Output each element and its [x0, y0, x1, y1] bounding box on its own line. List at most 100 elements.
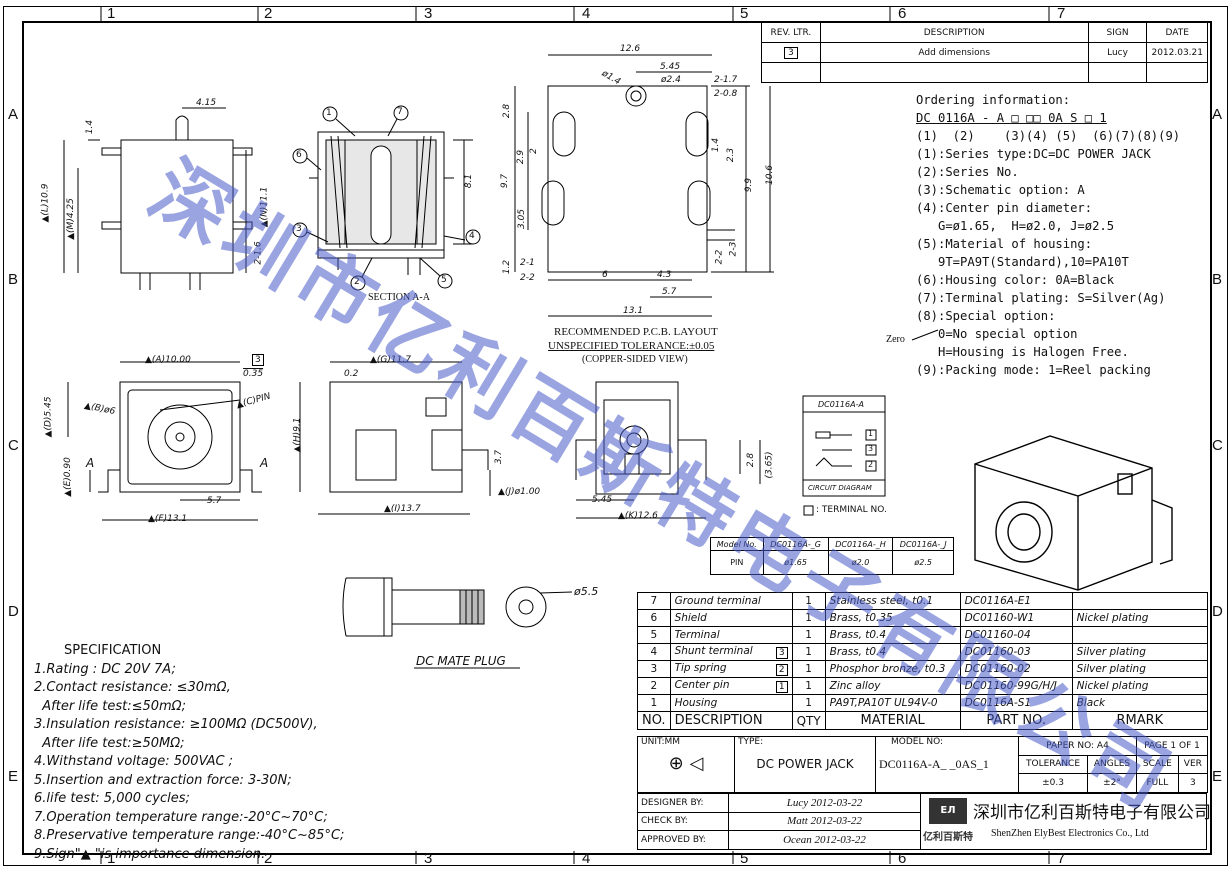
dim-side-5: ▲(I)13.7: [384, 504, 421, 514]
dim-front-2: 0.35: [243, 369, 264, 379]
dim-side-6: ▲(J)ø1.00: [498, 487, 541, 497]
ordering-code: DC 0116A - A □ □□ 0A S □ 1: [916, 111, 1107, 125]
dim-side-1: ▲(G)11.7: [370, 355, 411, 365]
tol-value-tolerance: ±0.3: [1017, 773, 1089, 793]
model-cell: MODEL NO: DC0116A-A_ _0AS_1: [875, 736, 1019, 793]
projection-symbol: ⊕ ◁: [668, 753, 704, 774]
zone-col-1-bottom: 1: [107, 850, 116, 867]
bom-qty: 1: [791, 694, 826, 712]
zone-col-5-bottom: 5: [740, 850, 749, 867]
bom-header-qty: QTY: [791, 711, 826, 730]
approved-value: Ocean 2012-03-22: [728, 830, 921, 850]
dim-pcb-bottom-2: (3.65): [764, 451, 775, 479]
ordering-line-8: (6):Housing color: 0A=Black: [916, 273, 1115, 287]
spec-line-7: 5.Insertion and extraction force: 3-30N;: [34, 772, 292, 788]
ordering-line-6: (5):Material of housing:: [916, 237, 1093, 251]
dim-pcb-14: 9.9: [744, 177, 755, 193]
zone-row-c-right: C: [1212, 437, 1223, 454]
ordering-line-7: 9T=PA9T(Standard),10=PA10T: [916, 255, 1129, 269]
zone-row-e-right: E: [1212, 768, 1223, 785]
zone-col-2-bottom: 2: [264, 850, 273, 867]
check-label: CHECK BY:: [637, 811, 729, 832]
zone-row-c: C: [8, 437, 19, 454]
bom-material: Zinc alloy: [824, 677, 961, 695]
pcb-layout-bottom: [575, 381, 761, 519]
bom-desc: Terminal: [669, 626, 793, 644]
dim-pcb-4: ø2.4: [661, 75, 681, 85]
pcb-layout-top: [514, 54, 774, 317]
ordering-line-4: (4):Center pin diameter:: [916, 201, 1093, 215]
bom-material: Stainless steel, t0.1: [824, 592, 961, 610]
dim-pcb-8: 2.9: [516, 149, 527, 165]
dim-pcb-22: 13.1: [623, 306, 644, 316]
unit-cell: UNIT:MM ⊕ ◁: [637, 736, 735, 793]
bom-desc: Shield: [669, 609, 793, 627]
spec-line-10: 8.Preservative temperature range:-40°C~8…: [34, 828, 345, 843]
zone-row-b-right: B: [1212, 271, 1223, 288]
bom-remark: [1071, 592, 1209, 610]
company-cn: 深圳市亿利百斯特电子有限公司: [973, 803, 1211, 822]
title-block-top: UNIT:MM ⊕ ◁ TYPE: DC POWER JACK MODEL NO…: [637, 736, 1209, 793]
approved-label: APPROVED BY:: [637, 830, 729, 850]
dim-pcb-12: 1.4: [711, 137, 722, 153]
bom-desc-text: Terminal: [674, 629, 720, 641]
bom-header-desc: DESCRIPTION: [669, 711, 793, 730]
spec-line-11: 9.Sign"▲ "is importance dimension.: [34, 846, 266, 862]
pin-table: Model No. DC0116A-_G DC0116A-_H DC0116A-…: [710, 537, 954, 575]
bom-desc-text: Shunt terminal: [674, 645, 753, 657]
zone-row-a-right: A: [1212, 106, 1223, 123]
zone-row-d-right: D: [1212, 603, 1223, 620]
section-mark-a-right: A: [260, 456, 269, 470]
bom-part: DC0116A-E1: [959, 592, 1073, 610]
dim-pcb-9: 2: [528, 148, 539, 154]
drawing-border-outer: [3, 6, 1228, 866]
pin-value-j: ø2.5: [892, 550, 954, 575]
spec-line-2: 2.Contact resistance: ≤30mΩ,: [34, 680, 231, 695]
callout-6: 6: [296, 150, 302, 160]
pin-header-j: DC0116A-_J: [892, 537, 954, 551]
bom-qty: 1: [791, 660, 826, 678]
type-value: DC POWER JACK: [756, 757, 854, 771]
callout-3: 3: [296, 224, 302, 234]
dim-pcb-6: 2-0.8: [714, 89, 738, 99]
bom-remark: Silver plating: [1071, 643, 1209, 661]
dim-pcb-21: 5.7: [662, 287, 677, 297]
zone-col-4-bottom: 4: [582, 850, 591, 867]
company-en: ShenZhen ElyBest Electronics Co., Ltd: [991, 828, 1149, 839]
bom-desc-text: Housing: [674, 697, 718, 709]
bom-no: 4: [637, 643, 671, 661]
spec-line-8: 6.life test: 5,000 cycles;: [34, 791, 190, 806]
bom-desc-text: Center pin: [674, 679, 730, 691]
zone-col-3: 3: [424, 5, 433, 22]
tol-value-ver: 3: [1177, 773, 1209, 793]
dim-front-6: ▲(E)0.90: [62, 457, 73, 497]
circuit-pin-3: 3: [868, 444, 874, 453]
model-label: MODEL NO:: [891, 737, 944, 747]
tol-value-angles: ±2°: [1087, 773, 1137, 793]
bom-no: 6: [637, 609, 671, 627]
bom-material: Brass, t0.4: [824, 626, 961, 644]
ordering-line-10: (8):Special option:: [916, 309, 1056, 323]
zone-col-6: 6: [898, 5, 907, 22]
rev-desc: Add dimensions: [819, 42, 1089, 63]
dim-section-1: 4.15: [196, 98, 217, 108]
zone-ticks: [100, 6, 1050, 864]
dc-mate-plug: [342, 577, 573, 669]
dim-section-3: ▲(L)10.9: [40, 183, 51, 223]
ordering-index: (1) (2) (3)(4) (5) (6)(7)(8)(9): [916, 129, 1181, 143]
dim-pcb-19: 6: [602, 270, 608, 280]
mate-plug-label: DC MATE PLUG: [416, 654, 506, 668]
dim-pcb-bottom-4: ▲(K)12.6: [618, 511, 658, 521]
dim-side-2: 0.2: [344, 369, 359, 379]
ordering-line-13: (9):Packing mode: 1=Reel packing: [916, 363, 1151, 377]
pin-value-g: ø1.65: [762, 550, 829, 575]
type-cell: TYPE: DC POWER JACK: [734, 736, 876, 793]
circuit-pin-2: 2: [868, 460, 874, 469]
pcb-title: RECOMMENDED P.C.B. LAYOUT: [554, 326, 718, 338]
zone-col-1: 1: [107, 5, 116, 22]
dim-section-7: 8.1: [464, 173, 475, 189]
callout-2: 2: [354, 277, 360, 287]
bom-no: 2: [637, 677, 671, 695]
zone-col-6-bottom: 6: [898, 850, 907, 867]
